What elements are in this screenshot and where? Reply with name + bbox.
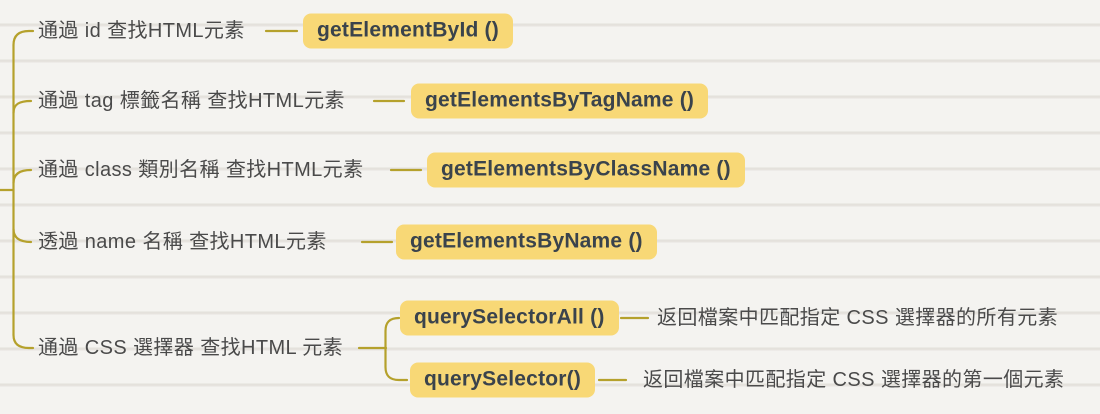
- branch-label-name[interactable]: 透過 name 名稱 查找HTML元素: [38, 231, 327, 253]
- method-node-getelementsbytagname[interactable]: getElementsByTagName (): [411, 83, 709, 119]
- method-node-getelementsbyclassname[interactable]: getElementsByClassName (): [427, 152, 745, 188]
- description-queryselector: 返回檔案中匹配指定 CSS 選擇器的第一個元素: [643, 369, 1065, 391]
- branch-label-css-selector[interactable]: 通過 CSS 選擇器 查找HTML 元素: [38, 337, 344, 359]
- description-queryselectorall: 返回檔案中匹配指定 CSS 選擇器的所有元素: [657, 307, 1059, 329]
- method-node-getelementsbyname[interactable]: getElementsByName (): [396, 224, 657, 260]
- method-node-queryselector[interactable]: querySelector(): [410, 362, 596, 398]
- branch-2-curve: [12, 99, 33, 115]
- method-node-getelementbyid[interactable]: getElementById (): [303, 13, 513, 49]
- branch-label-id[interactable]: 通過 id 查找HTML元素: [38, 20, 245, 42]
- branch-4-curve: [12, 227, 33, 244]
- branch-5-fork-bracket: [384, 316, 409, 382]
- branch-5-curve: [12, 333, 35, 350]
- branch-1-curve: [12, 29, 35, 47]
- branch-3-curve: [12, 168, 33, 185]
- branch-label-class[interactable]: 通過 class 類別名稱 查找HTML元素: [38, 159, 364, 181]
- branch-label-tag[interactable]: 通過 tag 標籤名稱 查找HTML元素: [38, 90, 345, 112]
- method-node-queryselectorall[interactable]: querySelectorAll (): [400, 300, 619, 336]
